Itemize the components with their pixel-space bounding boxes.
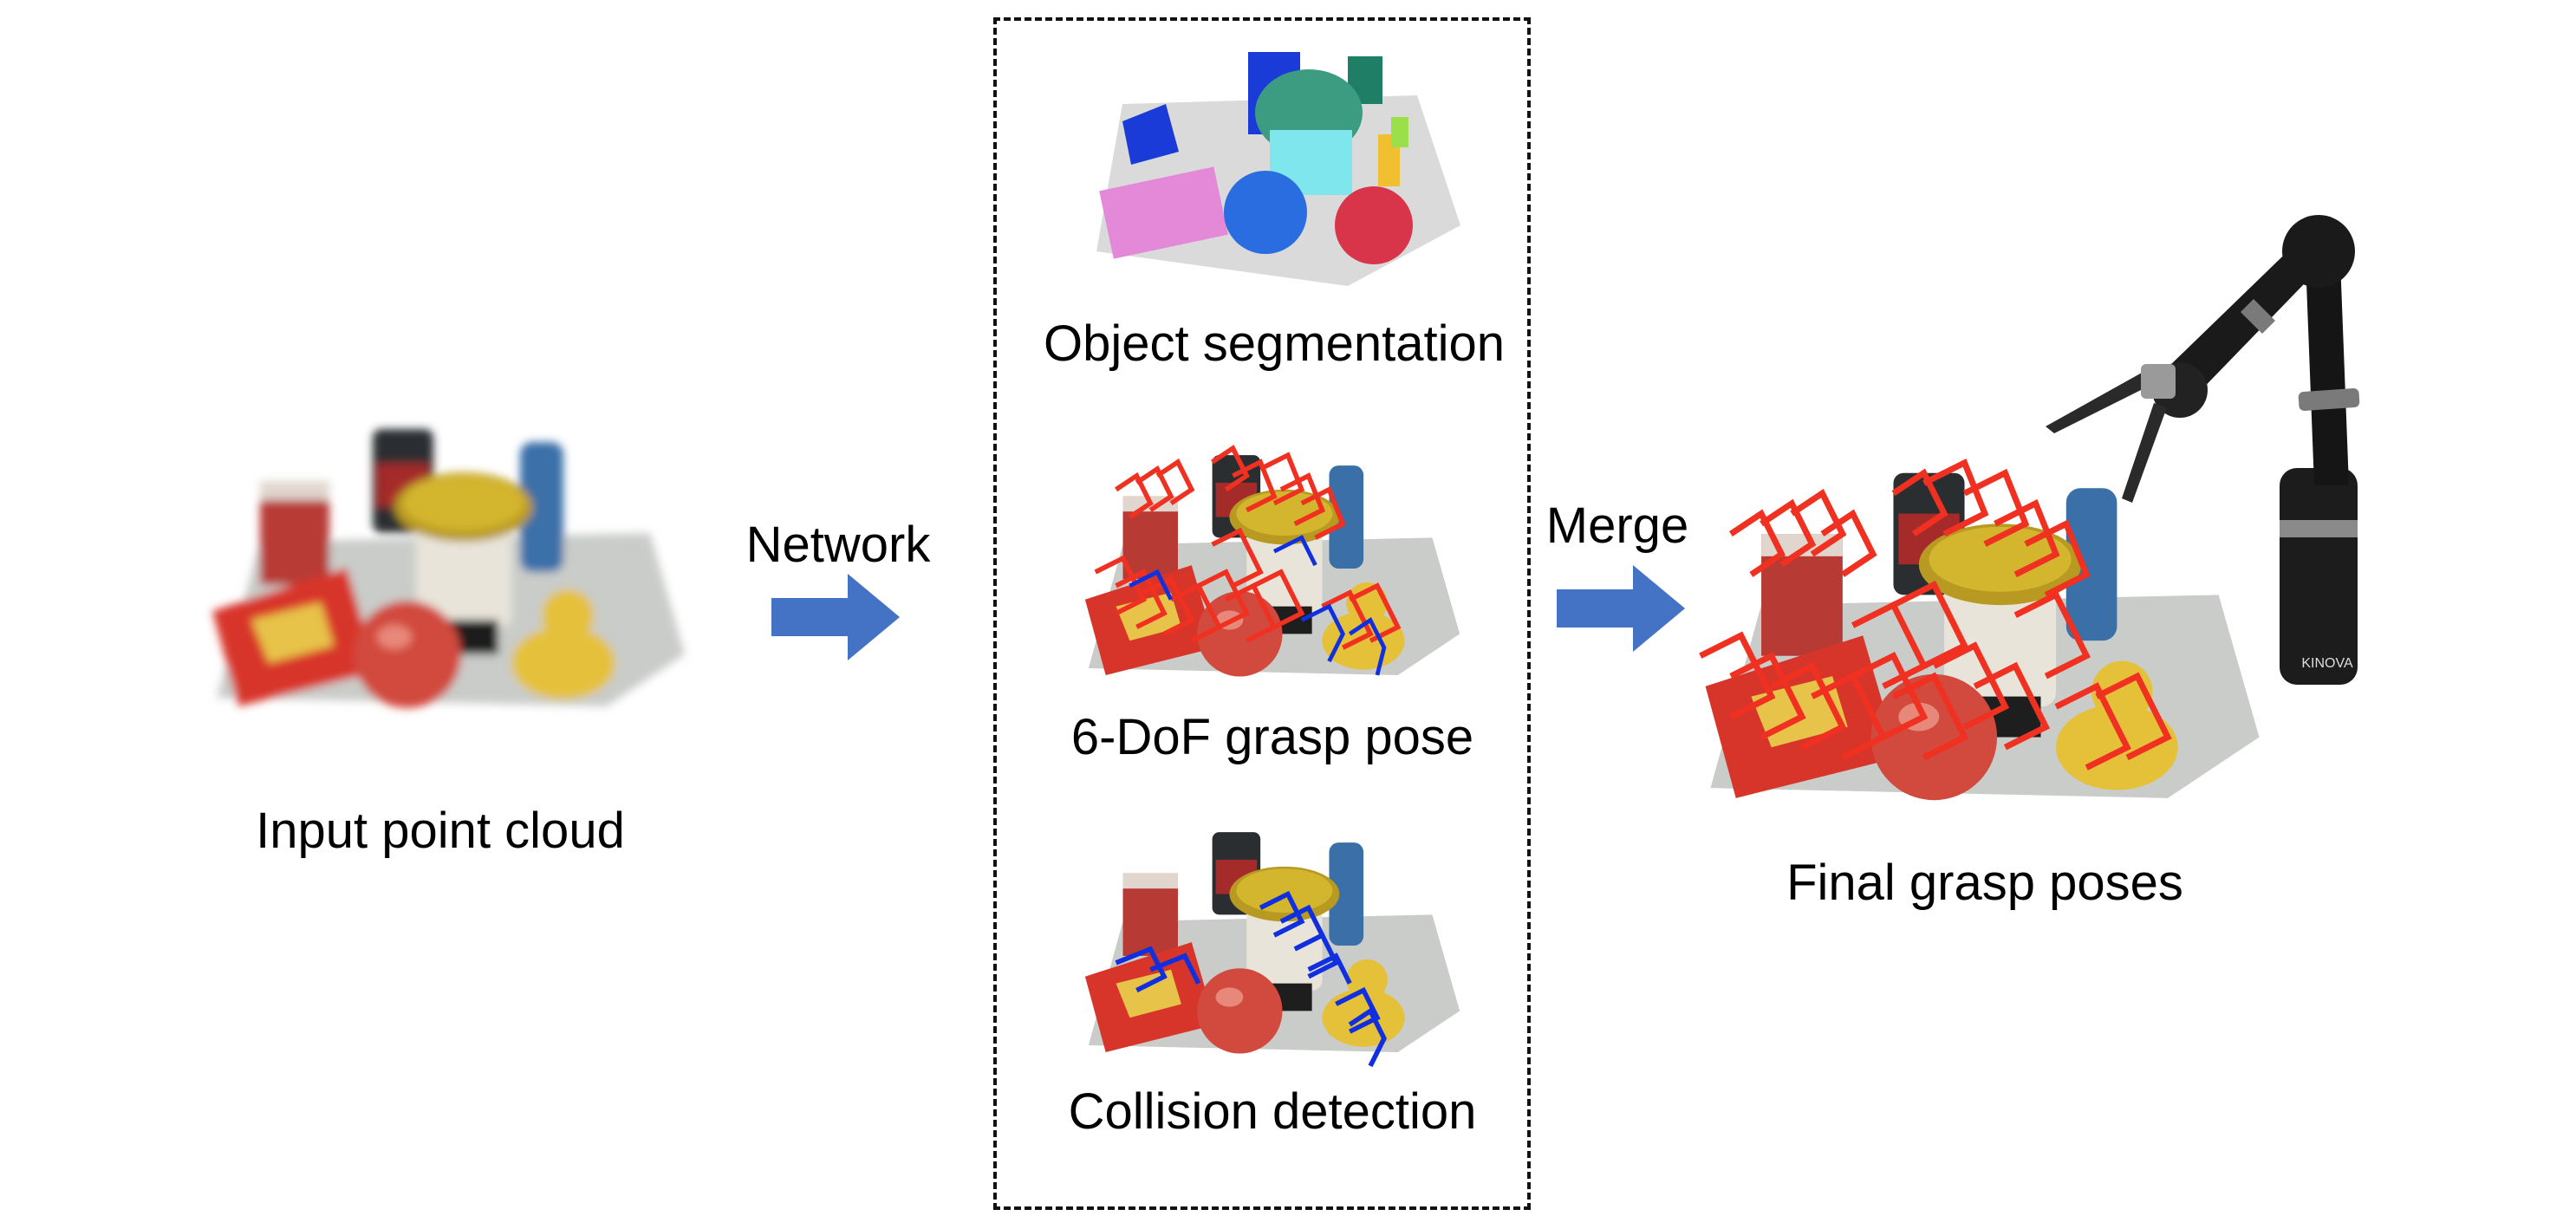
final-grasp-marks: [1699, 458, 2172, 771]
robot-badge: KINOVA: [2301, 656, 2353, 671]
grasp-pose-svg: [1084, 445, 1460, 677]
robot-arm-image: KINOVA: [2028, 104, 2392, 693]
collision-label: Collision detection: [1068, 1083, 1477, 1140]
merge-label: Merge: [1545, 497, 1689, 554]
grasp-collision-marks: [1129, 535, 1387, 676]
network-arrow-icon: [771, 574, 900, 660]
final-label: Final grasp poses: [1786, 855, 2183, 911]
segmentation-image: [1088, 35, 1469, 295]
grasp-pose-label: 6-DoF grasp pose: [1070, 709, 1474, 765]
robot-arm-svg: KINOVA: [2046, 215, 2360, 685]
final-grasp-image: [1690, 442, 2280, 849]
collision-marks: [1115, 890, 1388, 1068]
segmentation-label: Object segmentation: [1044, 315, 1505, 372]
collision-svg: [1084, 832, 1460, 1068]
grasp-valid-marks: [1094, 445, 1402, 650]
merge-arrow-icon: [1557, 565, 1685, 652]
input-point-cloud-image: [199, 394, 702, 767]
grasp-pose-image: [1075, 429, 1473, 715]
final-grasp-svg: [1699, 458, 2260, 801]
segmentation-svg: [1096, 52, 1460, 286]
collision-image: [1075, 823, 1473, 1075]
input-scene-svg: [212, 429, 685, 708]
pipeline-box: [993, 17, 1531, 1210]
network-label: Network: [745, 517, 931, 573]
input-label: Input point cloud: [256, 803, 625, 859]
